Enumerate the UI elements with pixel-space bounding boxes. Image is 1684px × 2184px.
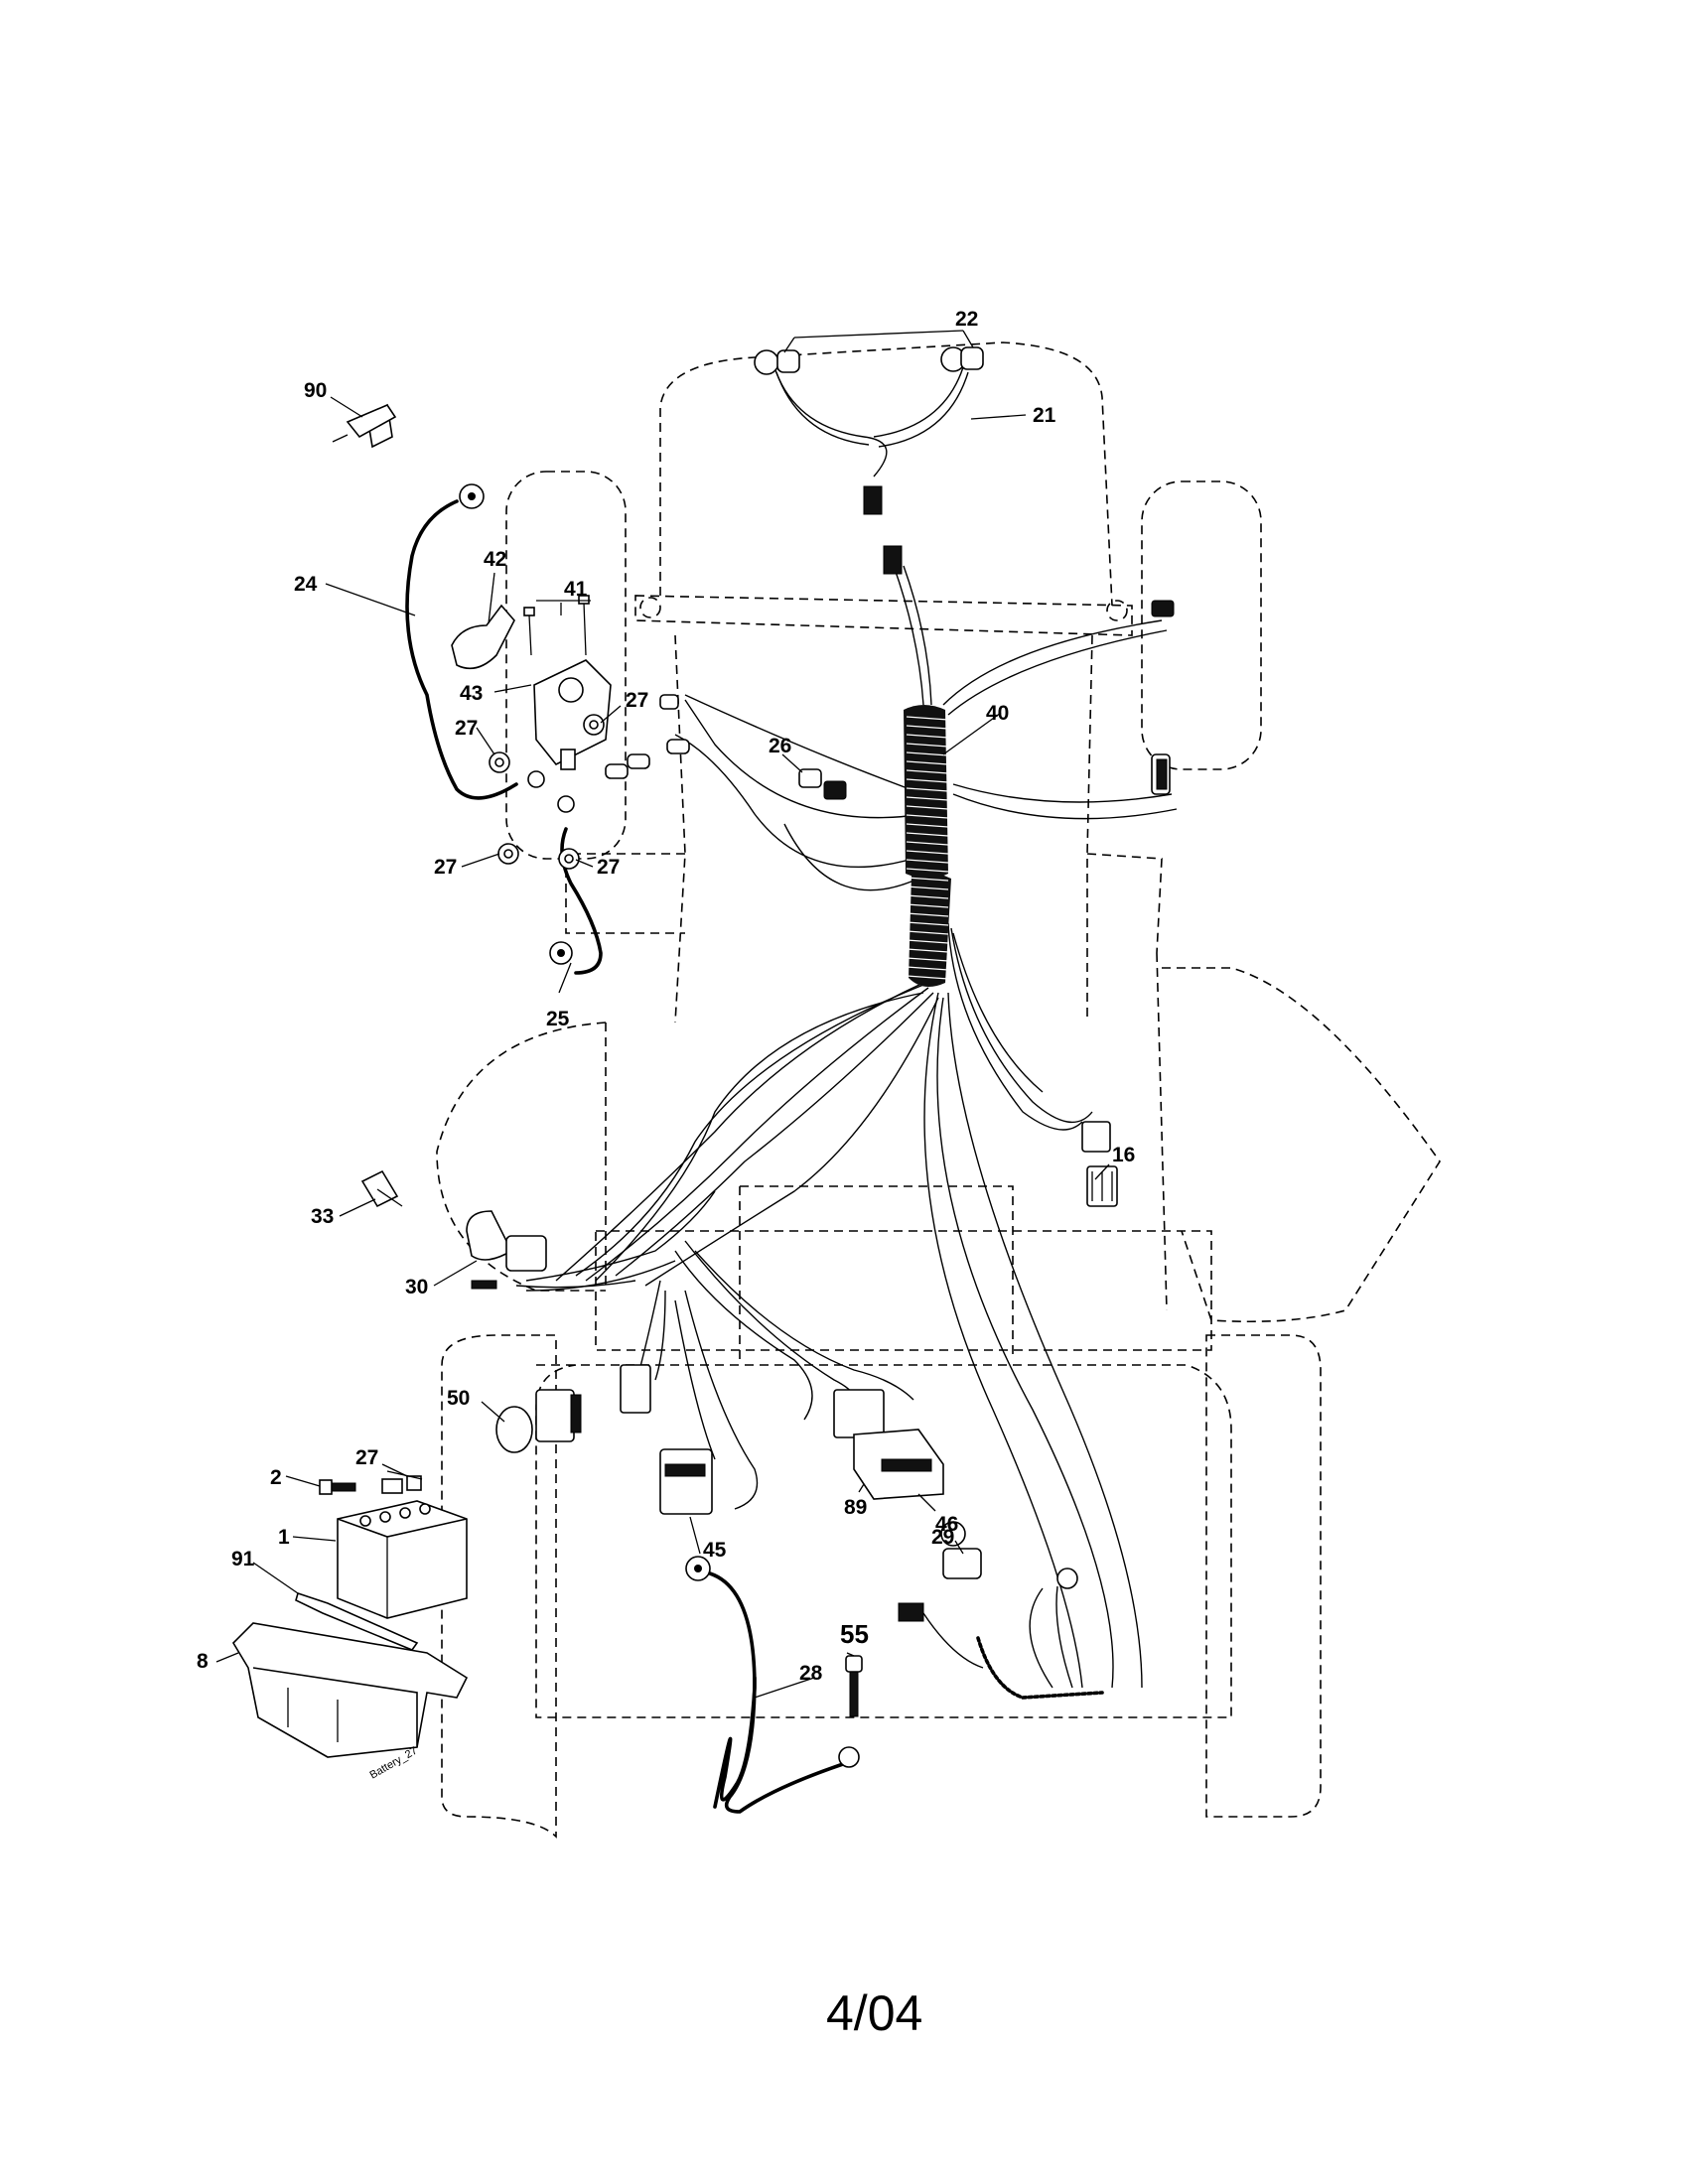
main-wiring-harness — [515, 565, 1178, 1689]
callout-27c: 27 — [434, 856, 457, 879]
callout-8: 8 — [197, 1650, 209, 1673]
conduit-rib — [906, 930, 949, 935]
callouts: 22 21 90 24 42 41 43 27 27 27 27 40 26 2… — [197, 308, 1135, 1685]
battery-group: Battery_27 — [231, 1475, 469, 1782]
callout-33: 33 — [311, 1205, 334, 1228]
callout-27a: 27 — [455, 717, 478, 740]
conduit-rib — [906, 966, 949, 971]
conduit-rib — [906, 725, 949, 730]
callout-46: 46 — [935, 1513, 958, 1536]
callout-89: 89 — [844, 1496, 867, 1519]
revision-date: 4/04 — [826, 1985, 922, 2041]
conduit-rib — [906, 841, 949, 846]
starter-solenoid-group — [405, 483, 690, 975]
conduit-rib — [906, 787, 949, 792]
callout-91: 91 — [231, 1548, 255, 1570]
conduit-rib — [906, 769, 949, 774]
conduit-rib — [906, 796, 949, 801]
conduit-rib — [906, 957, 949, 962]
ignition-group — [360, 1169, 547, 1290]
callout-28: 28 — [799, 1662, 823, 1685]
conduit-rib — [906, 859, 949, 864]
conduit-rib — [906, 716, 949, 721]
callout-24: 24 — [294, 573, 318, 596]
conduit-rib — [906, 778, 949, 783]
conduit-rib — [906, 814, 949, 819]
conduit-rib — [906, 921, 949, 926]
callout-27d: 27 — [597, 856, 620, 879]
conduit-rib — [906, 868, 949, 873]
callout-43: 43 — [460, 682, 483, 705]
callout-16: 16 — [1112, 1144, 1135, 1166]
callout-27e: 27 — [355, 1446, 378, 1469]
headlight-assembly — [754, 346, 984, 575]
callout-21: 21 — [1033, 404, 1056, 427]
callout-25: 25 — [546, 1008, 570, 1030]
relay-16 — [1081, 1121, 1118, 1207]
tractor-outline — [436, 341, 1441, 1839]
callout-90: 90 — [304, 379, 327, 402]
callout-22: 22 — [955, 308, 978, 331]
harness-conduit — [904, 705, 951, 987]
conduit-rib — [906, 743, 949, 748]
conduit-rib — [906, 975, 949, 980]
conduit-rib — [906, 805, 949, 810]
conduit-rib — [906, 760, 949, 765]
callout-50: 50 — [447, 1387, 470, 1410]
conduit-rib — [906, 751, 949, 756]
leader-lines — [215, 330, 1110, 1699]
callout-41: 41 — [564, 578, 588, 601]
conduit-rib — [906, 894, 949, 899]
callout-27b: 27 — [626, 689, 648, 712]
ground-cable-group — [685, 1556, 863, 1814]
callout-1: 1 — [278, 1526, 290, 1549]
conduit-rib — [906, 939, 949, 944]
conduit-rib — [906, 823, 949, 828]
conduit-rib — [906, 948, 949, 953]
fuse-26 — [798, 768, 847, 800]
conduit-rib — [906, 912, 949, 917]
switch-50 — [495, 1364, 651, 1453]
conduit-rib — [906, 903, 949, 908]
conduit-rib — [906, 850, 949, 855]
callout-26: 26 — [769, 735, 791, 757]
callout-55: 55 — [840, 1619, 869, 1649]
conduit-rib — [906, 877, 949, 882]
callout-29: 29 — [931, 1526, 954, 1549]
sensor-29-group — [898, 1521, 1104, 1700]
callout-40: 40 — [986, 702, 1009, 725]
callout-30: 30 — [405, 1276, 428, 1298]
callout-2: 2 — [270, 1466, 282, 1489]
conduit-rib — [906, 832, 949, 837]
callout-42: 42 — [484, 548, 506, 571]
conduit-rib — [906, 734, 949, 739]
conduit-rib — [906, 886, 949, 890]
gauge-group — [659, 1389, 944, 1515]
connector-90 — [332, 403, 397, 449]
callout-45: 45 — [703, 1539, 727, 1562]
right-connectors — [1151, 600, 1175, 795]
